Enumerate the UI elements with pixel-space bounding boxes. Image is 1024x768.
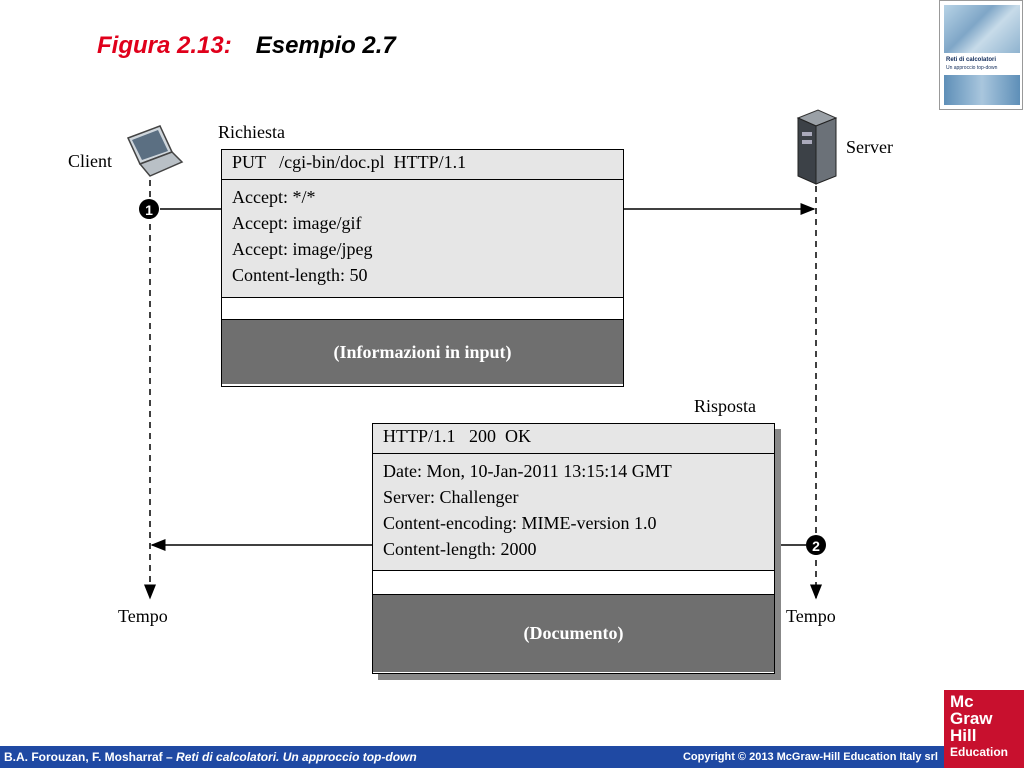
- book-cover-title: Reti di calcolatori: [946, 57, 997, 63]
- request-header-line: Accept: image/gif: [232, 213, 362, 233]
- request-line: PUT /cgi-bin/doc.pl HTTP/1.1: [222, 150, 623, 180]
- response-header-line: Date: Mon, 10-Jan-2011 13:15:14 GMT: [383, 461, 672, 481]
- footer-citation: B.A. Forouzan, F. Mosharraf – Reti di ca…: [4, 750, 417, 764]
- book-cover-subtitle: Un approccio top-down: [946, 65, 998, 71]
- book-cover-image: Reti di calcolatori Un approccio top-dow…: [939, 0, 1023, 110]
- request-message: PUT /cgi-bin/doc.pl HTTP/1.1 Accept: */*…: [221, 149, 624, 387]
- slide-title: Figura 2.13: Esempio 2.7: [97, 32, 396, 60]
- laptop-icon: [126, 125, 184, 177]
- request-headers: Accept: */* Accept: image/gif Accept: im…: [222, 180, 623, 298]
- footer-bar: B.A. Forouzan, F. Mosharraf – Reti di ca…: [0, 746, 944, 768]
- response-header-line: Content-encoding: MIME-version 1.0: [383, 513, 657, 533]
- response-body: (Documento): [373, 595, 774, 672]
- server-label: Server: [846, 137, 893, 157]
- time-label-client: Tempo: [118, 606, 168, 626]
- response-message: HTTP/1.1 200 OK Date: Mon, 10-Jan-2011 1…: [372, 423, 775, 674]
- time-label-server: Tempo: [786, 606, 836, 626]
- footer-book-title: Reti di calcolatori. Un approccio top-do…: [176, 750, 417, 764]
- footer-copyright: Copyright © 2013 McGraw-Hill Education I…: [682, 751, 938, 763]
- response-header-line: Content-length: 2000: [383, 539, 537, 559]
- step-1-badge: [139, 199, 159, 219]
- status-line: HTTP/1.1 200 OK: [373, 424, 774, 454]
- publisher-logo: Mc Graw Hill Education: [944, 690, 1024, 768]
- step-2-badge: [806, 535, 826, 555]
- response-headers: Date: Mon, 10-Jan-2011 13:15:14 GMT Serv…: [373, 454, 774, 571]
- footer-authors: B.A. Forouzan, F. Mosharraf –: [4, 750, 177, 764]
- response-blank-line: [373, 571, 774, 595]
- request-header-line: Accept: */*: [232, 187, 316, 207]
- request-label: Richiesta: [218, 122, 285, 142]
- request-body: (Informazioni in input): [222, 320, 623, 384]
- request-header-line: Accept: image/jpeg: [232, 239, 373, 259]
- client-label: Client: [68, 151, 112, 171]
- request-blank-line: [222, 298, 623, 320]
- response-header-line: Server: Challenger: [383, 487, 519, 507]
- step-2-number: 2: [812, 538, 820, 554]
- step-1-number: 1: [145, 202, 153, 218]
- request-header-line: Content-length: 50: [232, 265, 368, 285]
- server-icon: [796, 109, 838, 185]
- figure-number: Figura 2.13:: [97, 32, 232, 59]
- figure-name: Esempio 2.7: [255, 32, 396, 59]
- response-label: Risposta: [694, 396, 757, 416]
